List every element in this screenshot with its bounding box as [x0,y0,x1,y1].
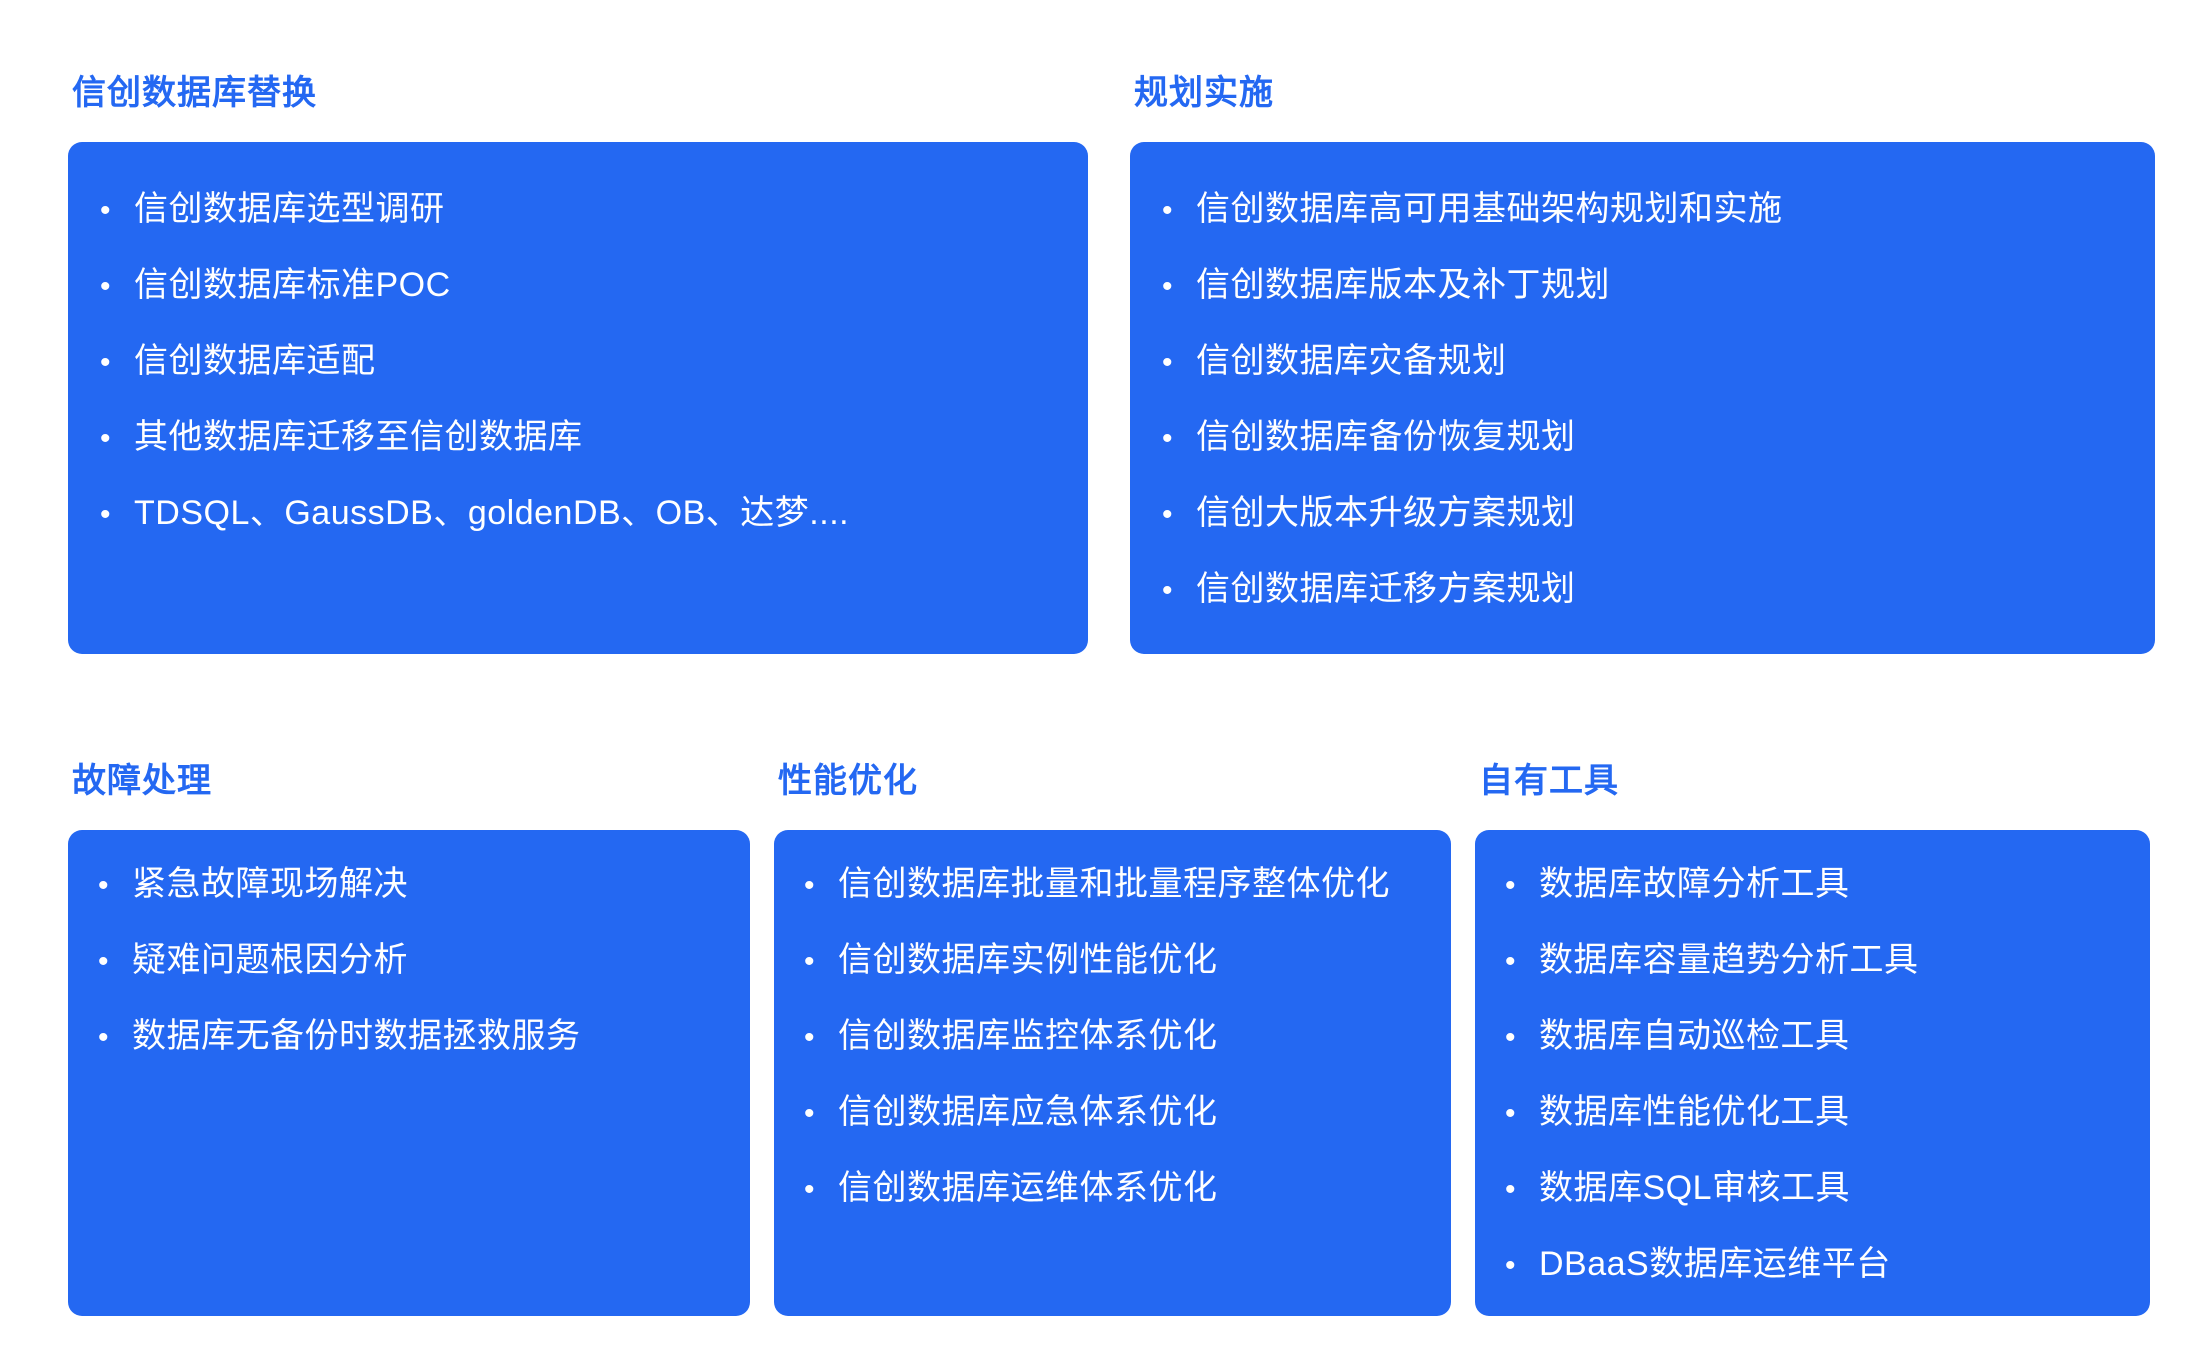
list-item-text: 信创数据库高可用基础架构规划和实施 [1196,190,1783,228]
section-title-fault-handling: 故障处理 [72,762,212,800]
list-item: • 信创数据库批量和批量程序整体优化 [804,847,1415,923]
section-fault-handling: 故障处理 • 紧急故障现场解决 • 疑难问题根因分析 • 数据库无备份时数据拯救服务 [68,758,750,1316]
bullet-icon: • [98,869,109,902]
bullet-icon: • [804,1021,815,1054]
list-item-text: 数据库无备份时数据拯救服务 [132,1017,581,1055]
list-item: • 信创数据库选型调研 [100,172,1048,248]
list-item-text: 信创数据库批量和批量程序整体优化 [838,865,1390,903]
list-item-text: 信创数据库迁移方案规划 [1196,570,1576,608]
list-item: • DBaaS数据库运维平台 [1505,1227,2114,1303]
list-item: • 疑难问题根因分析 [98,923,714,999]
list-item-text: 信创数据库运维体系优化 [838,1169,1218,1207]
list-item: • 信创数据库监控体系优化 [804,999,1415,1075]
list-item-text: 数据库容量趋势分析工具 [1539,941,1919,979]
card-planning: • 信创数据库高可用基础架构规划和实施 • 信创数据库版本及补丁规划 • 信创数据库灾备规… [1130,142,2155,654]
list-item-text: 数据库性能优化工具 [1539,1093,1850,1131]
list-item-text: 信创数据库灾备规划 [1196,342,1507,380]
list-item: • 信创数据库版本及补丁规划 [1162,248,2115,324]
section-planning: 规划实施 • 信创数据库高可用基础架构规划和实施 • 信创数据库版本及补丁规划 • 信创数… [1130,70,2155,654]
list-item-text: 信创数据库标准POC [134,266,451,304]
list-item-text: 信创数据库备份恢复规划 [1196,418,1576,456]
item-list-own-tools: • 数据库故障分析工具 • 数据库容量趋势分析工具 • 数据库自动巡检工具 • 数据库性能优化… [1505,847,2114,1303]
bullet-icon: • [100,194,111,227]
list-item-text: 信创大版本升级方案规划 [1196,494,1576,532]
section-title-own-tools: 自有工具 [1479,762,1619,800]
list-item: • 数据库性能优化工具 [1505,1075,2114,1151]
bullet-icon: • [1505,1173,1516,1206]
list-item: • 其他数据库迁移至信创数据库 [100,400,1048,476]
bullet-icon: • [804,1097,815,1130]
bullet-icon: • [804,945,815,978]
bullet-icon: • [1162,574,1173,607]
bullet-icon: • [1505,1249,1516,1282]
bullet-icon: • [1162,422,1173,455]
bullet-icon: • [804,869,815,902]
item-list-performance-optimization: • 信创数据库批量和批量程序整体优化 • 信创数据库实例性能优化 • 信创数据库监控体系优… [804,847,1415,1227]
list-item: • 信创数据库标准POC [100,248,1048,324]
list-item: • 数据库容量趋势分析工具 [1505,923,2114,999]
section-performance-optimization: 性能优化 • 信创数据库批量和批量程序整体优化 • 信创数据库实例性能优化 • 信创数据库… [774,758,1451,1316]
bullet-icon: • [100,422,111,455]
bullet-icon: • [100,270,111,303]
section-own-tools: 自有工具 • 数据库故障分析工具 • 数据库容量趋势分析工具 • 数据库自动巡检工具 • 数据… [1475,758,2150,1316]
bullet-icon: • [100,346,111,379]
list-item-text: 紧急故障现场解决 [132,865,408,903]
top-row: 信创数据库替换 • 信创数据库选型调研 • 信创数据库标准POC • 信创数据库适配 • 其他… [68,70,2155,654]
bottom-row: 故障处理 • 紧急故障现场解决 • 疑难问题根因分析 • 数据库无备份时数据拯救服务 性能… [68,758,2155,1316]
list-item-text: 其他数据库迁移至信创数据库 [134,418,583,456]
list-item-text: 信创数据库版本及补丁规划 [1196,266,1610,304]
list-item-text: 信创数据库适配 [134,342,376,380]
list-item: • 信创数据库运维体系优化 [804,1151,1415,1227]
bullet-icon: • [1505,1097,1516,1130]
card-own-tools: • 数据库故障分析工具 • 数据库容量趋势分析工具 • 数据库自动巡检工具 • 数据库性能优化… [1475,830,2150,1316]
list-item: • 信创数据库迁移方案规划 [1162,552,2115,628]
item-list-planning: • 信创数据库高可用基础架构规划和实施 • 信创数据库版本及补丁规划 • 信创数据库灾备规… [1162,172,2115,628]
list-item: • 信创数据库备份恢复规划 [1162,400,2115,476]
list-item: • 数据库故障分析工具 [1505,847,2114,923]
list-item-text: 信创数据库监控体系优化 [838,1017,1218,1055]
list-item: • 信创数据库适配 [100,324,1048,400]
bullet-icon: • [1505,945,1516,978]
list-item: • 信创数据库灾备规划 [1162,324,2115,400]
card-performance-optimization: • 信创数据库批量和批量程序整体优化 • 信创数据库实例性能优化 • 信创数据库监控体系优… [774,830,1451,1316]
bullet-icon: • [1162,498,1173,531]
bullet-icon: • [1162,346,1173,379]
list-item: • TDSQL、GaussDB、goldenDB、OB、达梦.... [100,476,1048,552]
item-list-db-replacement: • 信创数据库选型调研 • 信创数据库标准POC • 信创数据库适配 • 其他数据库迁移至信创… [100,172,1048,552]
bullet-icon: • [1505,1021,1516,1054]
list-item: • 数据库无备份时数据拯救服务 [98,999,714,1075]
list-item-text: 疑难问题根因分析 [132,941,408,979]
list-item: • 信创数据库应急体系优化 [804,1075,1415,1151]
card-db-replacement: • 信创数据库选型调研 • 信创数据库标准POC • 信创数据库适配 • 其他数据库迁移至信创… [68,142,1088,654]
section-title-performance-optimization: 性能优化 [778,762,918,800]
list-item: • 信创大版本升级方案规划 [1162,476,2115,552]
list-item-text: DBaaS数据库运维平台 [1539,1245,1891,1283]
list-item: • 信创数据库高可用基础架构规划和实施 [1162,172,2115,248]
bullet-icon: • [98,945,109,978]
card-fault-handling: • 紧急故障现场解决 • 疑难问题根因分析 • 数据库无备份时数据拯救服务 [68,830,750,1316]
list-item: • 数据库SQL审核工具 [1505,1151,2114,1227]
section-title-db-replacement: 信创数据库替换 [72,74,317,112]
list-item-text: 信创数据库应急体系优化 [838,1093,1218,1131]
list-item-text: 数据库故障分析工具 [1539,865,1850,903]
list-item-text: 信创数据库实例性能优化 [838,941,1218,979]
bullet-icon: • [100,498,111,531]
list-item: • 数据库自动巡检工具 [1505,999,2114,1075]
list-item: • 信创数据库实例性能优化 [804,923,1415,999]
bullet-icon: • [1505,869,1516,902]
list-item: • 紧急故障现场解决 [98,847,714,923]
list-item-text: 信创数据库选型调研 [134,190,445,228]
list-item-text: 数据库自动巡检工具 [1539,1017,1850,1055]
bullet-icon: • [98,1021,109,1054]
bullet-icon: • [1162,194,1173,227]
list-item-text: 数据库SQL审核工具 [1539,1169,1851,1207]
bullet-icon: • [1162,270,1173,303]
section-title-planning: 规划实施 [1134,74,1274,112]
section-db-replacement: 信创数据库替换 • 信创数据库选型调研 • 信创数据库标准POC • 信创数据库适配 • 其他… [68,70,1088,654]
list-item-text: TDSQL、GaussDB、goldenDB、OB、达梦.... [134,494,850,532]
bullet-icon: • [804,1173,815,1206]
item-list-fault-handling: • 紧急故障现场解决 • 疑难问题根因分析 • 数据库无备份时数据拯救服务 [98,847,714,1075]
